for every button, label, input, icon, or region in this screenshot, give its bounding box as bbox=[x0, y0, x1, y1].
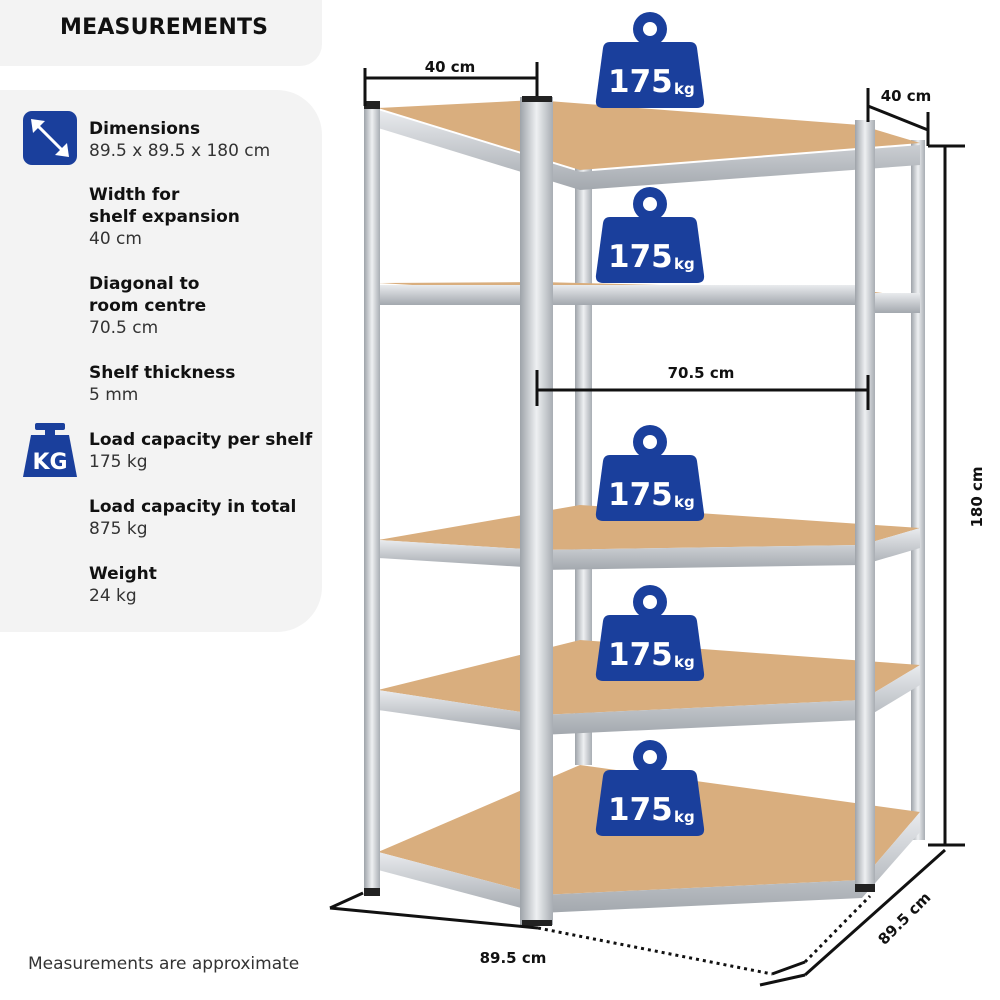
upright-back bbox=[575, 165, 592, 765]
kg-weight-icon: KG bbox=[23, 423, 77, 477]
spec-label: Load capacity per shelf bbox=[89, 430, 313, 450]
upright-front-corner bbox=[520, 97, 553, 925]
spec-diagonal: Diagonal to room centre 70.5 cm bbox=[89, 273, 206, 339]
spec-value: 175 kg bbox=[89, 452, 148, 472]
spec-value: 875 kg bbox=[89, 519, 148, 539]
dimension-lines bbox=[329, 62, 965, 987]
dim-bottom-right-label: 89.5 cm bbox=[874, 888, 934, 948]
spec-label: Shelf thickness bbox=[89, 363, 236, 383]
weight-unit: kg bbox=[674, 808, 695, 826]
page-title: MEASUREMENTS bbox=[60, 15, 269, 40]
spec-dimensions: Dimensions 89.5 x 89.5 x 180 cm bbox=[89, 118, 270, 162]
shelf-2 bbox=[378, 282, 920, 313]
dim-top-right-label: 40 cm bbox=[881, 87, 932, 105]
dim-bottom-left-label: 89.5 cm bbox=[480, 949, 547, 967]
spec-label: Load capacity in total bbox=[89, 497, 297, 517]
weight-value: 175 bbox=[608, 792, 673, 828]
kg-icon-text: KG bbox=[32, 450, 67, 475]
spec-value: 70.5 cm bbox=[89, 318, 159, 338]
dim-top-left-label: 40 cm bbox=[425, 58, 476, 76]
upright-front-left bbox=[364, 102, 380, 894]
spec-value: 24 kg bbox=[89, 586, 137, 606]
spec-load-total: Load capacity in total 875 kg bbox=[89, 496, 296, 540]
weight-hole bbox=[643, 22, 657, 36]
spec-expansion-width: Width for shelf expansion 40 cm bbox=[89, 184, 240, 250]
specs-panel bbox=[0, 90, 322, 632]
weight-body bbox=[595, 455, 705, 521]
weight-body bbox=[595, 615, 705, 681]
title-box: MEASUREMENTS bbox=[0, 0, 322, 66]
upright-front-right bbox=[855, 120, 875, 890]
spec-weight: Weight 24 kg bbox=[89, 563, 157, 607]
spec-value: 40 cm bbox=[89, 229, 142, 249]
spec-load-per-shelf: Load capacity per shelf 175 kg bbox=[89, 429, 312, 473]
weight-unit: kg bbox=[674, 80, 695, 98]
weight-value: 175 bbox=[608, 637, 673, 673]
spec-shelf-thickness: Shelf thickness 5 mm bbox=[89, 362, 235, 406]
weight-hole bbox=[643, 197, 657, 211]
weight-value: 175 bbox=[608, 64, 673, 100]
footer-note: Measurements are approximate bbox=[28, 954, 300, 974]
weight-unit: kg bbox=[674, 653, 695, 671]
weight-value: 175 bbox=[608, 477, 673, 513]
spec-value: 89.5 x 89.5 x 180 cm bbox=[89, 141, 271, 161]
dim-height-label: 180 cm bbox=[968, 466, 986, 527]
dim-diagonal-label: 70.5 cm bbox=[668, 364, 735, 382]
weight-hole bbox=[643, 595, 657, 609]
weight-body bbox=[595, 770, 705, 836]
weight-hole bbox=[643, 435, 657, 449]
spec-label: Diagonal to room centre bbox=[89, 274, 207, 316]
spec-label: Width for shelf expansion bbox=[89, 185, 240, 227]
weight-body bbox=[595, 42, 705, 108]
upright-back-right bbox=[911, 140, 925, 840]
spec-label: Weight bbox=[89, 564, 157, 584]
weight-unit: kg bbox=[674, 255, 695, 273]
spec-value: 5 mm bbox=[89, 385, 139, 405]
weight-hole bbox=[643, 750, 657, 764]
weight-body bbox=[595, 217, 705, 283]
diagonal-arrow-icon bbox=[23, 111, 77, 165]
shelf-3 bbox=[378, 505, 920, 570]
shelf-top bbox=[378, 100, 920, 190]
weight-unit: kg bbox=[674, 493, 695, 511]
weight-value: 175 bbox=[608, 239, 673, 275]
spec-label: Dimensions bbox=[89, 119, 201, 139]
